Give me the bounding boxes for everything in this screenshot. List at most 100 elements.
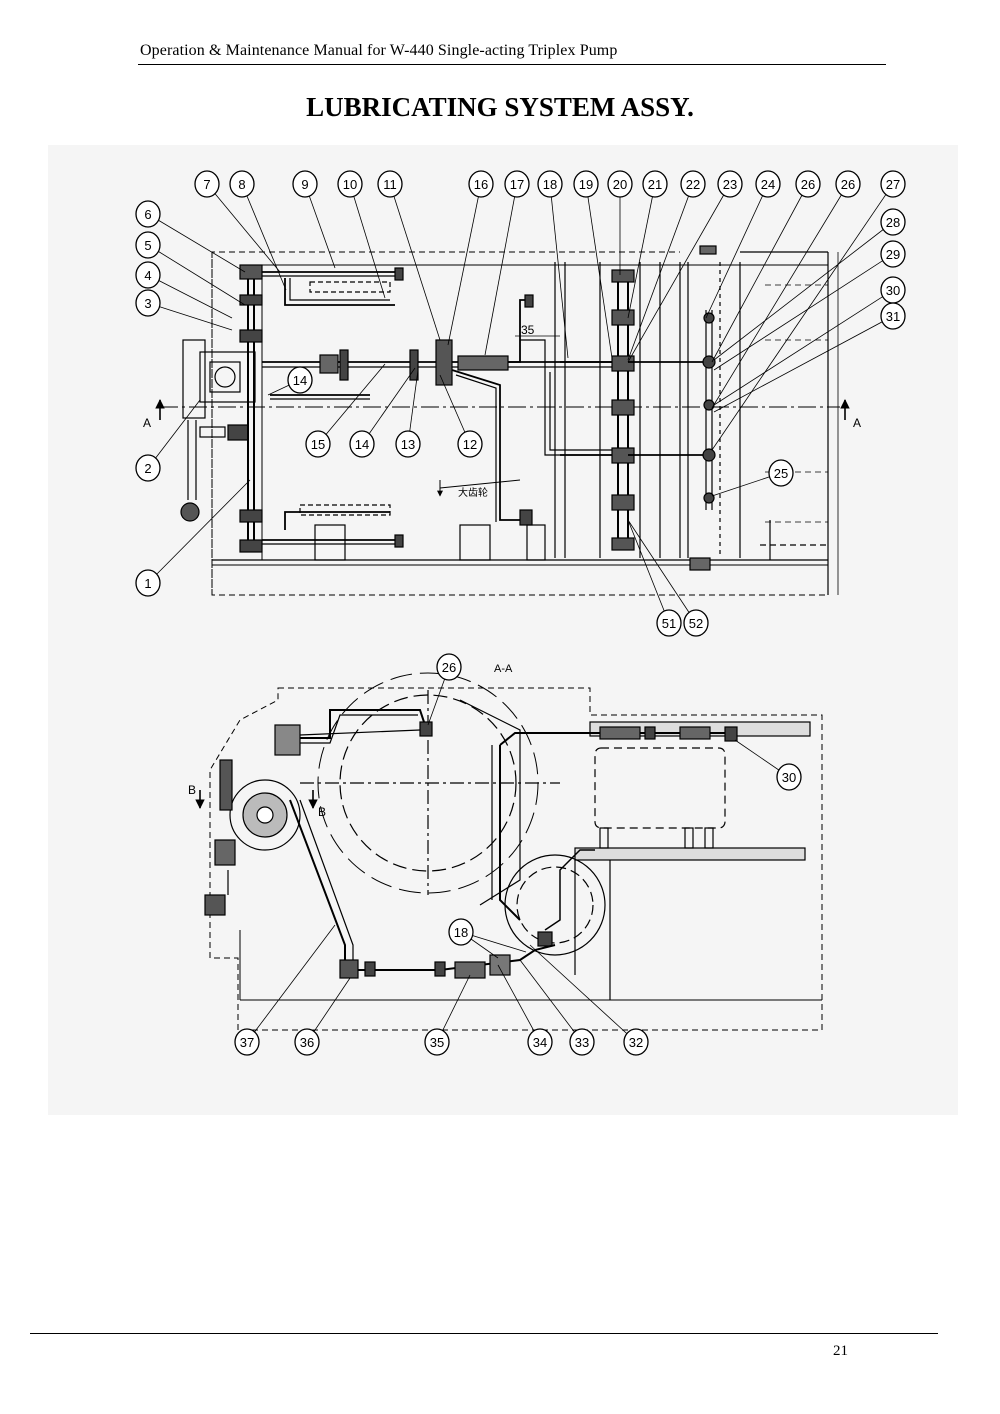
callout-balloon: 26 — [795, 170, 821, 198]
callout-number: 32 — [629, 1035, 643, 1050]
leader-line — [705, 183, 769, 319]
callout-number: 14 — [355, 437, 369, 452]
callout-balloon: 20 — [607, 170, 633, 198]
leader-line — [627, 519, 697, 624]
callout-balloon: 26 — [835, 170, 861, 198]
callout-number: 35 — [430, 1035, 444, 1050]
callout-balloon: 7 — [194, 170, 220, 198]
callout-balloon: 27 — [880, 170, 906, 198]
leader-line — [713, 315, 894, 413]
leader-line — [147, 479, 251, 584]
leader-line — [484, 183, 518, 356]
leader-line — [206, 183, 281, 273]
callout-number: 27 — [886, 177, 900, 192]
leader-line — [241, 183, 287, 291]
callout-number: 29 — [886, 247, 900, 262]
callout-balloon: 16 — [468, 170, 494, 198]
callout-number: 2 — [144, 461, 151, 476]
callout-number: 36 — [300, 1035, 314, 1050]
callout-balloon: 26 — [436, 653, 462, 681]
svg-text:B: B — [188, 783, 196, 797]
callout-number: 1 — [144, 576, 151, 591]
leader-line — [713, 289, 894, 406]
leader-line — [713, 221, 894, 361]
leader-line — [447, 183, 482, 346]
callout-number: 11 — [383, 177, 397, 192]
callout-balloon: 32 — [623, 1028, 649, 1056]
callout-number: 9 — [301, 177, 308, 192]
callout-balloon: 30 — [776, 763, 802, 791]
callout-balloon: 14 — [349, 430, 375, 458]
callout-number: 4 — [144, 268, 151, 283]
callout-balloon: 22 — [680, 170, 706, 198]
callout-balloon: 9 — [292, 170, 318, 198]
callout-balloon: 14 — [287, 366, 313, 394]
callout-balloon: 28 — [880, 208, 906, 236]
callout-balloon: 19 — [573, 170, 599, 198]
callout-number: 26 — [841, 177, 855, 192]
callout-number: 16 — [474, 177, 488, 192]
leader-line — [349, 183, 386, 299]
callout-number: 22 — [686, 177, 700, 192]
leader-line — [304, 183, 336, 269]
callout-number: 30 — [886, 283, 900, 298]
leader-line — [627, 183, 731, 363]
leader-line — [147, 244, 246, 306]
callout-number: 31 — [886, 309, 900, 324]
callout-number: 12 — [463, 437, 477, 452]
callout-number: 33 — [575, 1035, 589, 1050]
callout-number: 20 — [613, 177, 627, 192]
callout-balloon: 30 — [880, 276, 906, 304]
callout-balloon: 18 — [448, 918, 474, 946]
callout-number: 34 — [533, 1035, 547, 1050]
callout-number: 6 — [144, 207, 151, 222]
callout-number: 25 — [774, 466, 788, 481]
dimension-label: 35 — [521, 323, 535, 337]
callout-balloon: 4 — [135, 261, 161, 289]
callout-balloon: 24 — [755, 170, 781, 198]
callout-balloon: 36 — [294, 1028, 320, 1056]
callout-number: 10 — [343, 177, 357, 192]
callout-balloon: 25 — [768, 459, 794, 487]
callout-balloon: 5 — [135, 231, 161, 259]
callout-balloon: 2 — [135, 454, 161, 482]
section-mark-b-left: B — [188, 783, 205, 809]
callout-number: 17 — [510, 177, 524, 192]
callout-number: 7 — [203, 177, 210, 192]
callout-balloon: 34 — [527, 1028, 553, 1056]
callout-balloon: 1 — [135, 569, 161, 597]
leader-line — [549, 183, 569, 359]
callout-balloon: 33 — [569, 1028, 595, 1056]
callout-number: 23 — [723, 177, 737, 192]
callout-number: 8 — [238, 177, 245, 192]
leader-line — [497, 964, 541, 1043]
callout-number: 51 — [662, 616, 676, 631]
section-mark-a-left: A — [143, 399, 165, 430]
callout-balloon: 31 — [880, 302, 906, 330]
callout-number: 24 — [761, 177, 775, 192]
callout-balloon: 51 — [656, 609, 682, 637]
callout-number: 18 — [454, 925, 468, 940]
leader-lines — [147, 183, 894, 1043]
callout-balloon: 52 — [683, 609, 709, 637]
callout-balloon: 11 — [377, 170, 403, 198]
callout-balloon: 3 — [135, 289, 161, 317]
section-label-a-a: A-A — [494, 663, 513, 675]
callout-number: 5 — [144, 238, 151, 253]
callout-number: 14 — [293, 373, 307, 388]
section-mark-b-right: B — [308, 790, 326, 819]
leader-line — [711, 183, 809, 363]
svg-text:A: A — [143, 416, 151, 430]
callout-balloon: 12 — [457, 430, 483, 458]
page-title: LUBRICATING SYSTEM ASSY. — [306, 92, 694, 122]
callout-balloon: 6 — [135, 200, 161, 228]
footer-rule — [30, 1333, 938, 1334]
svg-text:A: A — [853, 416, 861, 430]
callout-balloon: 35 — [424, 1028, 450, 1056]
leader-line — [585, 183, 613, 359]
callout-balloon: 15 — [305, 430, 331, 458]
leader-line — [147, 274, 233, 319]
callout-number: 37 — [240, 1035, 254, 1050]
